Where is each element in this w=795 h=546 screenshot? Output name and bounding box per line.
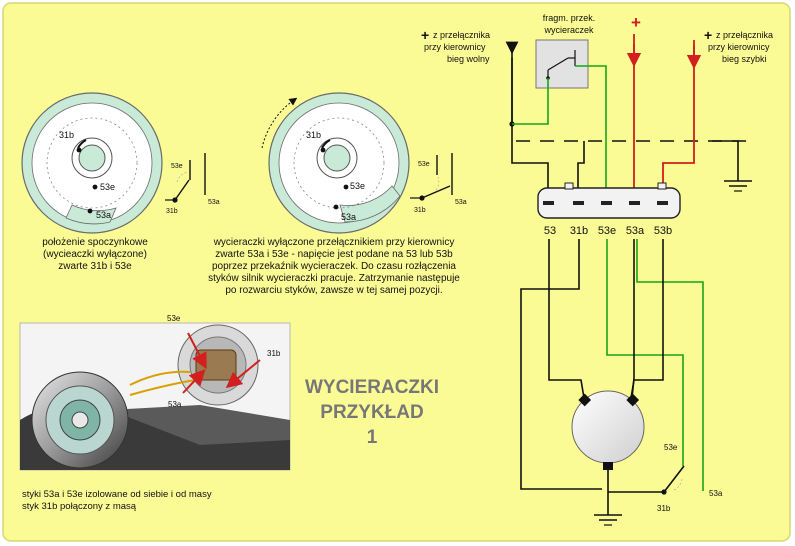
disc-left-label-53e: 53e [100, 182, 115, 192]
left-source-line1: z przełącznika [433, 30, 490, 40]
relay-label-line2: wycieraczek [543, 25, 594, 35]
pin-label-31b: 31b [570, 225, 588, 237]
disc-left-label-53a: 53a [96, 210, 111, 220]
caption-mid-line1: wycieraczki wyłączone przełącznikiem prz… [213, 237, 455, 248]
wiring-diagram: + z przełącznika przy kierownicy bieg wo… [421, 13, 773, 526]
caption-middle: wycieraczki wyłączone przełącznikiem prz… [208, 237, 460, 296]
pin-label-53: 53 [544, 225, 556, 237]
switch-left-label-53a: 53a [208, 199, 220, 206]
motor-photo: 53e 31b 53a [19, 314, 291, 471]
left-source-line2: przy kierownicy [424, 42, 486, 52]
right-source-line3: bieg szybki [722, 54, 767, 64]
photo-label-31b: 31b [267, 349, 281, 358]
switch-left-label-53e: 53e [171, 163, 183, 170]
title-line3: 1 [367, 427, 378, 448]
switch-left-label-31b: 31b [166, 208, 178, 215]
title-line2: PRZYKŁAD [320, 402, 423, 423]
disc-left-label-31b: 31b [59, 130, 74, 140]
caption-mid-line2: zwarte 53a i 53e - napięcie jest podane … [215, 249, 453, 260]
right-source-line2: przy kierownicy [708, 42, 770, 52]
disc-left: 31b 53e 53a [21, 92, 163, 234]
switch-left: 53e 31b 53a [165, 153, 220, 215]
switch-right-label-53e: 53e [418, 161, 430, 168]
page-title: WYCIERACZKI PRZYKŁAD 1 [305, 377, 439, 448]
caption-left-line1: położenie spoczynkowe [42, 237, 148, 248]
disc-right-label-53a: 53a [341, 212, 356, 222]
plus-left: + [421, 27, 429, 43]
motor-label-53a: 53a [709, 489, 723, 498]
disc-right: 31b 53e 53a [261, 92, 410, 234]
caption-mid-line5: po rozwarciu styków, zawsze w tej samej … [225, 285, 442, 296]
plus-mid: + [631, 13, 641, 32]
right-source-line1: z przełącznika [716, 30, 773, 40]
motor-label-53e: 53e [664, 443, 678, 452]
left-source-line3: bieg wolny [447, 54, 490, 64]
caption-mid-line4: styków silnik wycieraczki pracuje. Zatrz… [208, 273, 460, 284]
switch-right-label-31b: 31b [414, 207, 426, 214]
photo-caption-line1: styki 53a i 53e izolowane od siebie i od… [22, 489, 212, 500]
photo-label-53a: 53a [168, 400, 182, 409]
pin-label-53a: 53a [626, 225, 645, 237]
switch-right-label-53a: 53a [455, 199, 467, 206]
switch-right: 53e 31b 53a [410, 153, 467, 214]
pin-label-53b: 53b [654, 225, 672, 237]
caption-left-line2: (wycieaczki wyłączone) [43, 249, 147, 260]
caption-mid-line3: poprzez przekaźnik wycieraczek. Do czasu… [212, 261, 456, 272]
plus-right: + [704, 27, 712, 43]
caption-left-line3: zwarte 31b i 53e [58, 261, 132, 272]
relay-label-line1: fragm. przek. [543, 13, 596, 23]
relay-box [535, 39, 589, 89]
pin-label-53e: 53e [598, 225, 616, 237]
motor-label-31b: 31b [657, 504, 671, 513]
title-line1: WYCIERACZKI [305, 377, 439, 398]
photo-caption-line2: styk 31b połączony z masą [22, 501, 137, 512]
disc-right-label-53e: 53e [350, 181, 365, 191]
photo-label-53e: 53e [167, 314, 181, 323]
disc-right-label-31b: 31b [306, 130, 321, 140]
caption-left: położenie spoczynkowe (wycieaczki wyłącz… [42, 237, 148, 272]
